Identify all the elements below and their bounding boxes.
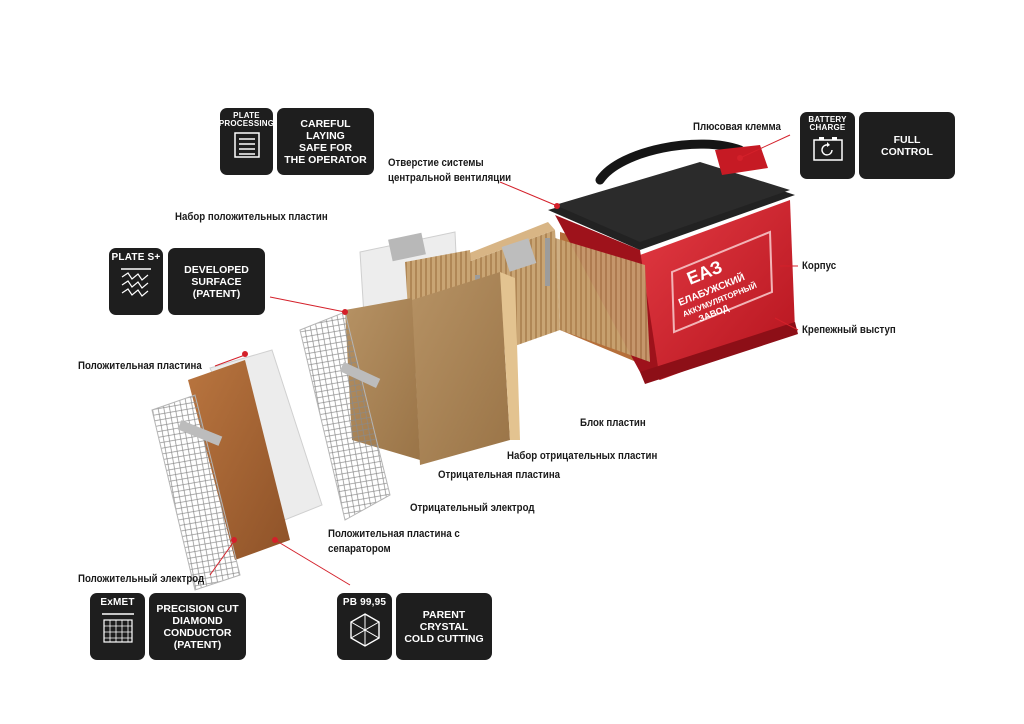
badge-plate-s-text: DEVELOPED SURFACE (PATENT) <box>168 248 265 315</box>
badge-plate-processing-desc: CAREFUL LAYING SAFE FOR THE OPERATOR <box>284 117 367 166</box>
badge-battery-charge-desc: FULL CONTROL <box>881 133 933 158</box>
badge-pb-caption: PB 99,95 <box>342 597 387 608</box>
badge-plate-s-desc: DEVELOPED SURFACE (PATENT) <box>184 263 249 300</box>
label-positive-set: Набор положительных пластин <box>175 211 328 223</box>
label-positive-sep-2: сепаратором <box>328 543 391 555</box>
badge-battery-charge-caption: BATTERY CHARGE <box>808 115 847 132</box>
label-plate-block: Блок пластин <box>580 417 646 429</box>
badge-exmet-text: PRECISION CUT DIAMOND CONDUCTOR (PATENT) <box>149 593 246 660</box>
label-vent-2: центральной вентиляции <box>388 172 512 184</box>
badge-exmet-desc: PRECISION CUT DIAMOND CONDUCTOR (PATENT) <box>156 602 239 651</box>
mesh-conductor-icon <box>101 613 134 643</box>
badge-plate-processing-text: CAREFUL LAYING SAFE FOR THE OPERATOR <box>277 108 374 175</box>
plate-surface-icon <box>121 268 151 297</box>
label-negative-set: Набор отрицательных пластин <box>507 450 658 462</box>
badge-battery-charge-icon: BATTERY CHARGE <box>800 112 855 179</box>
battery-charge-icon <box>812 137 843 161</box>
positive-plate-separator <box>188 349 323 560</box>
leader-lines <box>209 134 799 586</box>
label-vent-1: Отверстие системы <box>388 157 484 169</box>
badge-pb-desc: PARENT CRYSTAL COLD CUTTING <box>404 608 484 645</box>
label-positive-sep-1: Положительная пластина с <box>328 528 460 540</box>
label-mount: Крепежный выступ <box>802 324 896 336</box>
leader-dots <box>231 155 743 543</box>
badge-plate-s-caption: PLATE S+ <box>111 252 161 263</box>
badge-exmet-icon: ExMET <box>90 593 145 660</box>
badge-pb-icon: PB 99,95 <box>337 593 392 660</box>
badge-plate-processing-icon: PLATE PROCESSING <box>218 108 275 175</box>
label-housing: Корпус <box>802 260 837 272</box>
negative-plate <box>412 272 520 465</box>
label-positive-plate: Положительная пластина <box>78 360 202 372</box>
negative-electrode <box>299 311 391 521</box>
battery-case <box>548 139 798 384</box>
plate-processing-icon <box>233 132 260 158</box>
label-plus-terminal: Плюсовая клемма <box>693 121 781 133</box>
badge-plate-s-icon: PLATE S+ <box>109 248 163 315</box>
badge-plate-processing-caption: PLATE PROCESSING <box>218 111 275 128</box>
badge-exmet-caption: ExMET <box>100 597 135 608</box>
badge-pb-text: PARENT CRYSTAL COLD CUTTING <box>396 593 492 660</box>
crystal-icon <box>349 613 380 647</box>
label-negative-plate: Отрицательная пластина <box>438 469 561 481</box>
positive-electrode <box>151 394 241 591</box>
badge-battery-charge-text: FULL CONTROL <box>859 112 955 179</box>
label-negative-electrode: Отрицательный электрод <box>410 502 535 514</box>
label-positive-electrode: Положительный электрод <box>78 573 205 585</box>
